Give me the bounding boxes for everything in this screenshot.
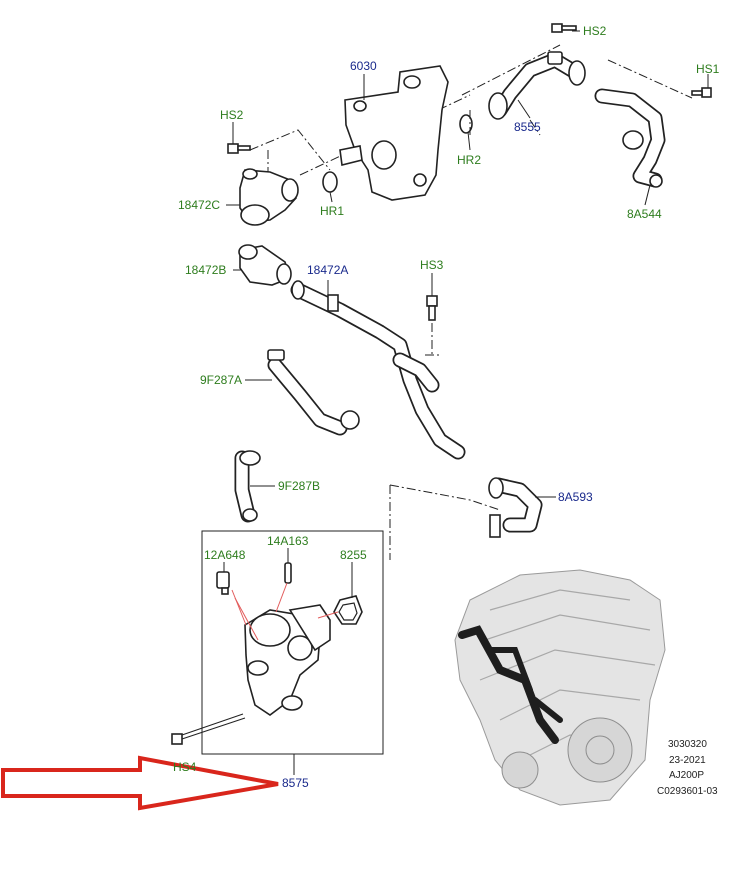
ring-hr1 bbox=[322, 171, 338, 193]
info-line-4: C0293601-03 bbox=[657, 786, 718, 797]
label-18472a: 18472A bbox=[307, 263, 348, 277]
clip-14a163 bbox=[284, 562, 292, 584]
engine-illustration bbox=[454, 569, 666, 806]
label-hs3: HS3 bbox=[420, 258, 444, 272]
label-18472c: 18472C bbox=[178, 198, 220, 212]
pipe-18472a bbox=[290, 280, 466, 460]
label-hr2: HR2 bbox=[457, 153, 481, 167]
label-8255: 8255 bbox=[340, 548, 367, 562]
housing-6030 bbox=[339, 65, 449, 201]
label-8a544: 8A544 bbox=[627, 207, 662, 221]
hose-8a593 bbox=[488, 477, 543, 538]
label-6030: 6030 bbox=[350, 59, 377, 73]
label-8555: 8555 bbox=[514, 120, 541, 134]
elbow-18472c bbox=[239, 168, 299, 226]
thermostat-8575 bbox=[244, 604, 331, 716]
info-line-3: AJ200P bbox=[669, 770, 704, 781]
label-18472b: 18472B bbox=[185, 263, 226, 277]
housing-18472b bbox=[238, 244, 292, 286]
label-12a648: 12A648 bbox=[204, 548, 246, 562]
info-line-2: 23-2021 bbox=[669, 755, 706, 766]
bolt-hs2-top bbox=[551, 23, 577, 33]
assembly-box bbox=[201, 530, 384, 755]
bolt-hs3 bbox=[426, 295, 438, 321]
pipe-8a544 bbox=[594, 88, 666, 188]
bolt-hs1 bbox=[691, 87, 712, 98]
label-hs1: HS1 bbox=[696, 62, 720, 76]
hose-9f287b bbox=[234, 450, 261, 523]
label-9f287a: 9F287A bbox=[200, 373, 242, 387]
hose-8555 bbox=[488, 51, 586, 120]
gasket-8255 bbox=[333, 595, 363, 625]
label-9f287b: 9F287B bbox=[278, 479, 320, 493]
red-leader-lines bbox=[231, 582, 339, 641]
info-block: 3030320 23-2021 AJ200P C0293601-03 bbox=[657, 739, 718, 797]
label-hr1: HR1 bbox=[320, 204, 344, 218]
bolt-hs2-left bbox=[227, 143, 251, 154]
label-8a593: 8A593 bbox=[558, 490, 593, 504]
label-leader-lines bbox=[223, 30, 709, 775]
label-hs4: HS4 bbox=[173, 760, 197, 774]
red-callout-arrow bbox=[1, 755, 279, 811]
sensor-12a648 bbox=[216, 571, 230, 595]
label-hs2-left: HS2 bbox=[220, 108, 244, 122]
ring-hr2 bbox=[459, 114, 473, 134]
label-hs2-top: HS2 bbox=[583, 24, 607, 38]
label-14a163: 14A163 bbox=[267, 534, 309, 548]
info-line-1: 3030320 bbox=[668, 739, 707, 750]
bolt-hs4 bbox=[171, 713, 246, 745]
part-labels: HS2 HS1 6030 HS2 8555 HR2 18472C HR1 8A5… bbox=[173, 24, 720, 790]
label-8575: 8575 bbox=[282, 776, 309, 790]
hose-9f287a bbox=[267, 349, 360, 436]
